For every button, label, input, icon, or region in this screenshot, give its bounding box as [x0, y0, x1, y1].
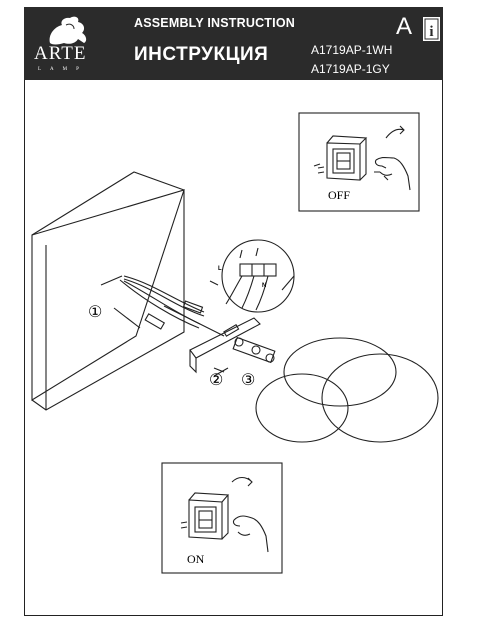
- switch-off-panel: [298, 112, 420, 212]
- wall-block: [31, 171, 185, 411]
- mounting-bracket: [189, 317, 261, 374]
- step-3-marker: ③: [241, 372, 255, 389]
- header-bar: ARTE LAMP ASSEMBLY INSTRUCTION ИНСТРУКЦИ…: [24, 7, 443, 80]
- switch-off-label: OFF: [328, 188, 350, 202]
- lamp-disc-middle: [283, 337, 397, 407]
- model-code-2: A1719AP-1GY: [311, 62, 390, 76]
- screw-2: [213, 367, 229, 377]
- step-2-marker: ②: [209, 372, 223, 389]
- model-code-1: A1719AP-1WH: [311, 43, 393, 57]
- switch-on-label: ON: [187, 552, 205, 566]
- terminal-block: [232, 336, 276, 364]
- section-letter: A: [396, 13, 413, 40]
- cable-bundle: [100, 275, 225, 337]
- switch-on-panel: [161, 462, 283, 574]
- wire-label-live: L: [218, 266, 222, 272]
- title-russian: ИНСТРУКЦИЯ: [134, 44, 269, 65]
- hand-switch-icon: [374, 156, 411, 191]
- content-frame: [24, 80, 443, 616]
- step-1-marker: ①: [88, 304, 102, 321]
- assembly-diagram: OFF ON ① ② ③ L N: [31, 112, 439, 574]
- info-book-icon: i: [423, 17, 440, 41]
- griffin-logo-icon: [49, 16, 87, 45]
- lamp-disc-back: [255, 373, 349, 443]
- wiring-detail-circle: [221, 239, 295, 313]
- wire-label-neutral: N: [262, 283, 266, 289]
- screw-1: [113, 307, 141, 329]
- title-english: ASSEMBLY INSTRUCTION: [134, 16, 295, 30]
- brand-name: ARTE: [34, 43, 87, 64]
- brand-subtitle: LAMP: [38, 67, 88, 72]
- lamp-disc-front: [321, 353, 439, 443]
- info-glyph: i: [429, 24, 433, 40]
